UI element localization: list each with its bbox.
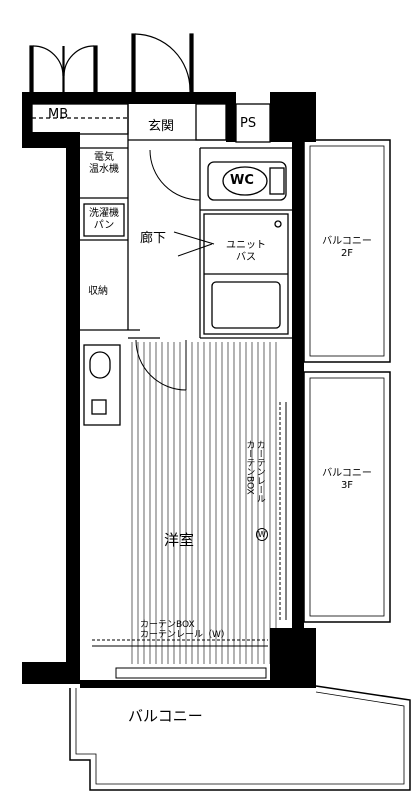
label-western-room: 洋室 [164, 531, 195, 549]
balcony-outlines [69, 139, 411, 791]
wall-bottom-left [22, 662, 80, 684]
label-curtain-vertical: カーテンレール カーテンBOX [244, 440, 265, 503]
wall-genkan-top [128, 92, 198, 104]
label-hallway: 廊下 [140, 231, 167, 246]
western-room-flooring [131, 342, 277, 664]
label-balcony-3f: バルコニー 3F [322, 468, 372, 491]
wall-ps-left [226, 92, 236, 142]
label-unit-bath: ユニット バス [226, 240, 266, 263]
label-curtain-bottom: カーテンBOX カーテンレール（W） [140, 620, 230, 641]
kitchen-fixtures [83, 203, 125, 426]
label-mb: MB [48, 107, 69, 122]
wall-bottom [80, 680, 316, 688]
label-balcony-2f: バルコニー 2F [322, 236, 372, 259]
label-storage: 収納 [88, 286, 108, 297]
label-wc: WC [230, 173, 254, 188]
column-bottom-right [270, 628, 316, 684]
toilet-fixture [207, 161, 287, 201]
label-washer-pan: 洗濯機 パン [89, 208, 119, 231]
entry-doors [29, 33, 194, 93]
wall-mb-left [22, 92, 32, 140]
inner-walls [31, 103, 292, 339]
wall-mb-bottom [22, 132, 70, 148]
unit-bath-fixture [203, 213, 289, 335]
curtain-w-mark: W [256, 528, 268, 541]
curtain-rails [92, 402, 287, 679]
label-balcony-bottom: バルコニー [128, 707, 203, 725]
label-ps: PS [240, 116, 257, 131]
wall-left [66, 132, 80, 672]
interior-doors [135, 149, 215, 391]
label-genkan: 玄関 [148, 119, 175, 134]
label-water-heater: 電気 温水機 [89, 152, 119, 175]
structural-walls [22, 92, 316, 688]
wall-mb-top [22, 92, 130, 104]
wall-right [292, 92, 304, 682]
